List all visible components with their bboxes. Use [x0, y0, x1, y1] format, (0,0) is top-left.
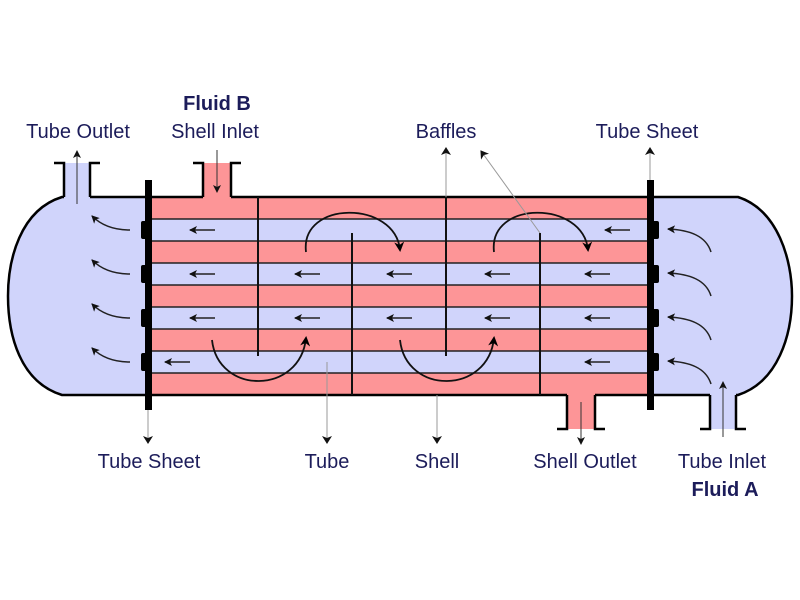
tube-sheet-seal: [141, 309, 148, 327]
left-head: [6, 195, 150, 397]
tube-sheet-seal: [652, 353, 659, 371]
label-baffles: Baffles: [416, 121, 477, 143]
head-flow-arrow: [91, 303, 131, 319]
shell-flow-arrow: [493, 211, 593, 253]
label-shell-outlet: Shell Outlet: [533, 451, 637, 473]
leader-baffles-2: [480, 150, 541, 234]
label-tube-sheet-bottom: Tube Sheet: [98, 451, 201, 473]
head-flow-arrow: [91, 259, 131, 275]
label-tube-inlet: Tube Inlet: [678, 451, 767, 473]
label-fluid-a: Fluid A: [691, 479, 758, 501]
tube-flow-arrows: [164, 226, 630, 366]
head-flow-arrow: [667, 269, 712, 297]
label-tube-sheet-top: Tube Sheet: [596, 121, 699, 143]
tube-sheet-seal: [652, 309, 659, 327]
shell-fluid-band: [148, 197, 650, 219]
tube-sheet-left: [145, 180, 152, 410]
shell-flow-arrow: [399, 336, 499, 382]
head-flow-arrow: [91, 347, 131, 363]
shell-fluid-band: [148, 241, 650, 263]
head-flow-arrow: [667, 357, 712, 385]
right-head: [648, 195, 794, 397]
shell-fluid-band: [148, 329, 650, 351]
tube-sheet-seal: [141, 353, 148, 371]
label-tube: Tube: [305, 451, 350, 473]
tube-sheet-seal: [652, 265, 659, 283]
tube-outlet-nozzle: [54, 161, 100, 197]
tube-sheet-seal: [141, 265, 148, 283]
label-fluid-b: Fluid B: [183, 93, 251, 115]
head-flow-arrow: [667, 225, 712, 253]
label-shell-inlet: Shell Inlet: [171, 121, 259, 143]
tube-sheet-seal: [141, 221, 148, 239]
shell-body: [148, 197, 650, 395]
shell-flow-arrow: [211, 336, 311, 382]
tube: [148, 351, 650, 373]
tube: [148, 219, 650, 241]
tube-sheet-right: [647, 180, 654, 410]
head-flow-arrow: [91, 215, 131, 231]
tube-sheet-seals: [141, 221, 659, 371]
shell-fluid-band: [148, 285, 650, 307]
shell-inlet-nozzle: [193, 161, 241, 197]
head-flow-arrows: [91, 215, 712, 385]
shell-flow-arrow: [305, 211, 405, 253]
label-tube-outlet: Tube Outlet: [26, 121, 130, 143]
head-flow-arrow: [667, 313, 712, 341]
shell-outlet-nozzle: [557, 395, 605, 431]
shell-fluid-band: [148, 373, 650, 395]
label-shell: Shell: [415, 451, 459, 473]
tube-inlet-nozzle: [700, 395, 746, 431]
tube-sheet-seal: [652, 221, 659, 239]
